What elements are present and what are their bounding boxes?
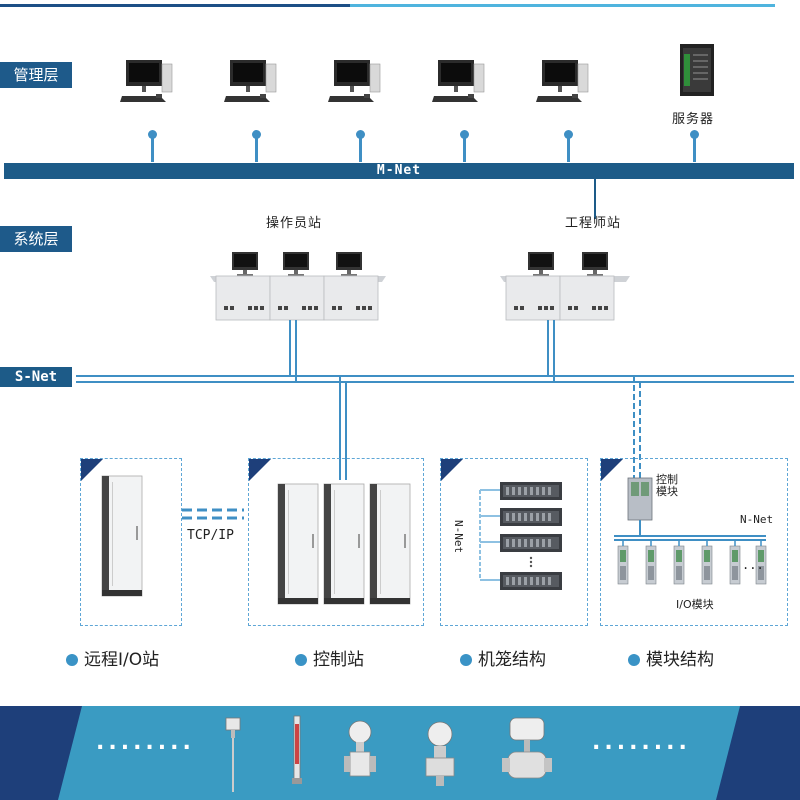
io-module-icon: [701, 545, 713, 585]
remote-io-cabinet-icon: [101, 475, 143, 597]
cage-structure-box: [440, 458, 588, 626]
node-dot: [148, 130, 157, 139]
engineer-station-label: 工程师站: [565, 216, 622, 231]
monitor-icon: [582, 252, 608, 276]
monitor-icon: [336, 252, 362, 276]
io-module-icon: [645, 545, 657, 585]
node-dot: [356, 130, 365, 139]
bullet-icon: [628, 654, 640, 666]
drop-line: [255, 136, 258, 162]
cage-rack-icon: [500, 572, 562, 590]
bullet-icon: [295, 654, 307, 666]
node-dot: [460, 130, 469, 139]
computer-icon-4: [431, 59, 485, 103]
io-module-icon: [617, 545, 629, 585]
io-module-label: I/O模块: [676, 598, 714, 611]
module-structure-box: [600, 458, 788, 626]
flow-meter-icon: [344, 720, 376, 777]
cage-n-net-label: N-Net: [452, 520, 465, 554]
monitor-icon: [283, 252, 309, 276]
bullet-icon: [66, 654, 78, 666]
control-cabinet-icon: [323, 483, 365, 605]
tcp-ip-label: TCP/IP: [187, 528, 234, 543]
management-computers: [119, 44, 714, 103]
group-label-cage: 机笼结构: [460, 645, 546, 670]
monitor-icon: [232, 252, 258, 276]
cage-rack-icon: [500, 534, 562, 552]
station-consoles: [210, 252, 630, 321]
node-dot: [690, 130, 699, 139]
node-dot: [564, 130, 573, 139]
top-line-light: [350, 4, 775, 7]
computer-icon-3: [327, 59, 381, 103]
control-cabinet-icon: [277, 483, 319, 605]
control-cabinet-icon: [369, 483, 411, 605]
io-module-icon: [729, 545, 741, 585]
s-net-label: S-Net: [0, 367, 72, 387]
computer-icon-1: [119, 59, 173, 103]
remote-io-box: [80, 458, 182, 626]
module-n-net-label: N-Net: [740, 513, 774, 526]
drop-line: [567, 136, 570, 162]
group-label-module: 模块结构: [628, 645, 714, 670]
field-device-band: [0, 706, 800, 800]
s-net-bus: [76, 320, 794, 480]
top-line-dark: [0, 4, 350, 7]
group-devices: [101, 475, 767, 605]
temperature-sensor-icon: [225, 717, 241, 792]
computer-icon-2: [223, 59, 277, 103]
drop-line: [359, 136, 362, 162]
control-valve-icon: [502, 717, 552, 779]
m-net-bus: M-Net: [4, 163, 794, 179]
server-label: 服务器: [672, 112, 715, 127]
cage-rack-icon: [500, 482, 562, 500]
control-module-label: 控制 模块: [656, 473, 678, 498]
module-ellipsis: ...: [742, 558, 764, 572]
level-gauge-icon: [292, 715, 302, 784]
management-layer-label: 管理层: [0, 62, 72, 88]
monitor-icon: [528, 252, 554, 276]
computer-icon-5: [535, 59, 589, 103]
cage-rack-icon: [500, 508, 562, 526]
pressure-transmitter-icon: [425, 721, 455, 786]
group-label-control-station: 控制站: [295, 645, 364, 670]
control-station-box: [248, 458, 424, 626]
group-label-remote-io: 远程I/O站: [66, 645, 159, 670]
drop-line: [151, 136, 154, 162]
field-dots-right: ........: [592, 730, 691, 755]
drop-line: [463, 136, 466, 162]
operator-station-label: 操作员站: [266, 216, 323, 231]
server-icon: [680, 44, 714, 96]
drop-line: [693, 136, 696, 162]
field-dots-left: ........: [96, 730, 195, 755]
system-layer-label: 系统层: [0, 226, 72, 252]
m-net-to-engineer-line: [594, 179, 596, 219]
node-dot: [252, 130, 261, 139]
io-module-icon: [673, 545, 685, 585]
bullet-icon: [460, 654, 472, 666]
